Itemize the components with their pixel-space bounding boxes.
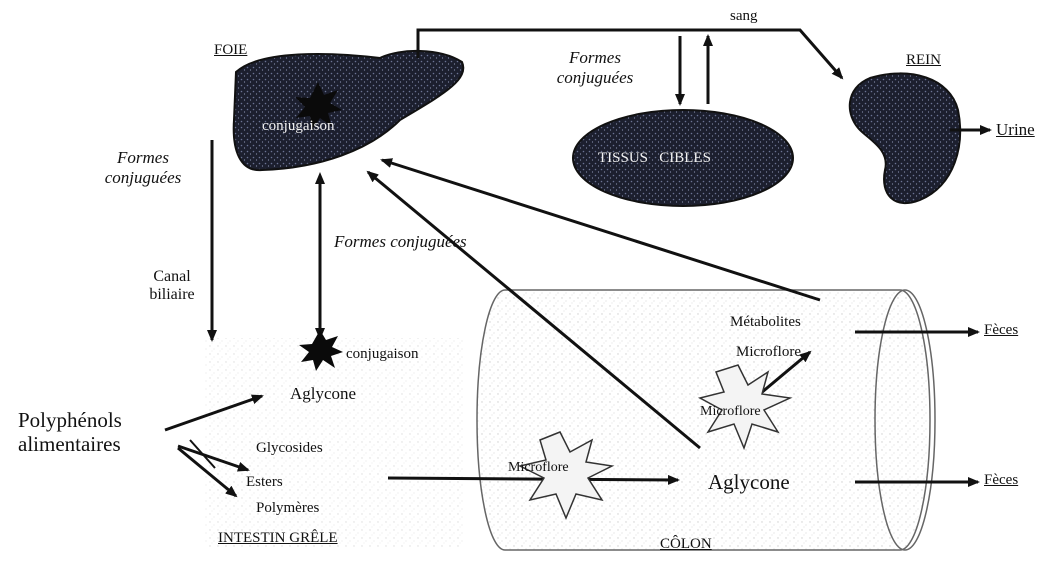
glycosides-label: Glycosides — [256, 440, 323, 457]
feces-top-label: Fèces — [984, 322, 1018, 339]
small-intestine-label: INTESTIN GRÊLE — [218, 530, 338, 547]
colon-label: CÔLON — [660, 536, 712, 553]
microflora-starburst-bottom-label: Microflore — [508, 460, 569, 476]
conjugated-forms-top-label: Formes conjuguées — [540, 48, 650, 87]
small-intestine-conjugation-label: conjugaison — [346, 346, 419, 363]
feces-bottom-label: Fèces — [984, 472, 1018, 489]
kidney-label: REIN — [906, 52, 941, 69]
small-intestine-aglycone-label: Aglycone — [290, 384, 356, 404]
blood-label: sang — [730, 8, 758, 25]
metabolites-label: Métabolites — [730, 314, 801, 331]
dietary-polyphenols-label: Polyphénols alimentaires — [18, 408, 168, 456]
liver-label: FOIE — [214, 42, 247, 59]
urine-label: Urine — [996, 120, 1035, 140]
esters-to-colon-arrow — [388, 478, 678, 480]
polymers-label: Polymères — [256, 500, 319, 517]
liver-shape — [234, 51, 464, 170]
esters-label: Esters — [246, 474, 283, 491]
colon-aglycone-label: Aglycone — [708, 470, 790, 494]
target-tissues-label: TISSUS CIBLES — [598, 150, 711, 167]
liver-conjugation-label: conjugaison — [262, 118, 335, 135]
conjugated-forms-left-label: Formes conjuguées — [88, 148, 198, 187]
bile-duct-label: Canal biliaire — [140, 268, 204, 305]
small-intestine-region — [205, 338, 465, 548]
conjugated-forms-mid-label: Formes conjuguées — [334, 232, 467, 252]
microflora-text-label: Microflore — [736, 344, 801, 361]
microflora-starburst-top-label: Microflore — [700, 404, 761, 420]
kidney-shape — [850, 73, 960, 203]
